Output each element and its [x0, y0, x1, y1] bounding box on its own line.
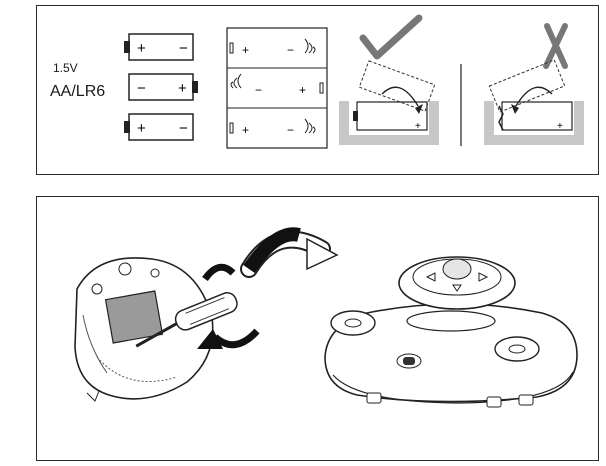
incorrect-insertion-diagram: + [484, 23, 584, 145]
battery-instructions-panel: 1.5V AA/LR6 + − − + + − + [36, 5, 599, 175]
svg-text:−: − [287, 123, 294, 137]
svg-text:−: − [179, 40, 188, 57]
svg-text:−: − [287, 43, 294, 57]
battery-icon: + − [124, 33, 194, 61]
battery-icon: + − [124, 113, 194, 141]
screwdriver-instruction-illustration [74, 227, 578, 408]
checkmark-icon [359, 14, 423, 60]
device-base [324, 256, 578, 408]
svg-text:−: − [137, 80, 146, 97]
svg-text:+: + [242, 123, 249, 137]
battery-cover [104, 290, 164, 344]
rotate-arrow-icon [212, 328, 260, 349]
svg-text:+: + [299, 83, 306, 97]
curved-arrow-icon [240, 227, 339, 278]
battery-diagrams: + − − + + − + − − + [124, 14, 584, 149]
svg-text:+: + [178, 80, 187, 97]
battery-cover-panel [36, 196, 599, 461]
svg-text:+: + [137, 40, 146, 57]
svg-text:+: + [415, 121, 421, 132]
battery-compartment-diagram: + − − + + − [226, 27, 328, 149]
battery-voltage-label: 1.5V [53, 61, 78, 75]
svg-text:−: − [179, 120, 188, 137]
battery-icon: − + [128, 73, 198, 101]
battery-type-label: AA/LR6 [50, 83, 106, 100]
screwdriver-icon [135, 292, 238, 348]
svg-text:+: + [242, 43, 249, 57]
rotate-arrow-icon [202, 263, 236, 282]
cross-icon [543, 23, 568, 69]
svg-text:+: + [557, 121, 563, 132]
svg-text:−: − [255, 83, 262, 97]
correct-insertion-diagram: + [339, 14, 439, 145]
svg-text:+: + [137, 120, 146, 137]
device-underside [74, 257, 214, 402]
